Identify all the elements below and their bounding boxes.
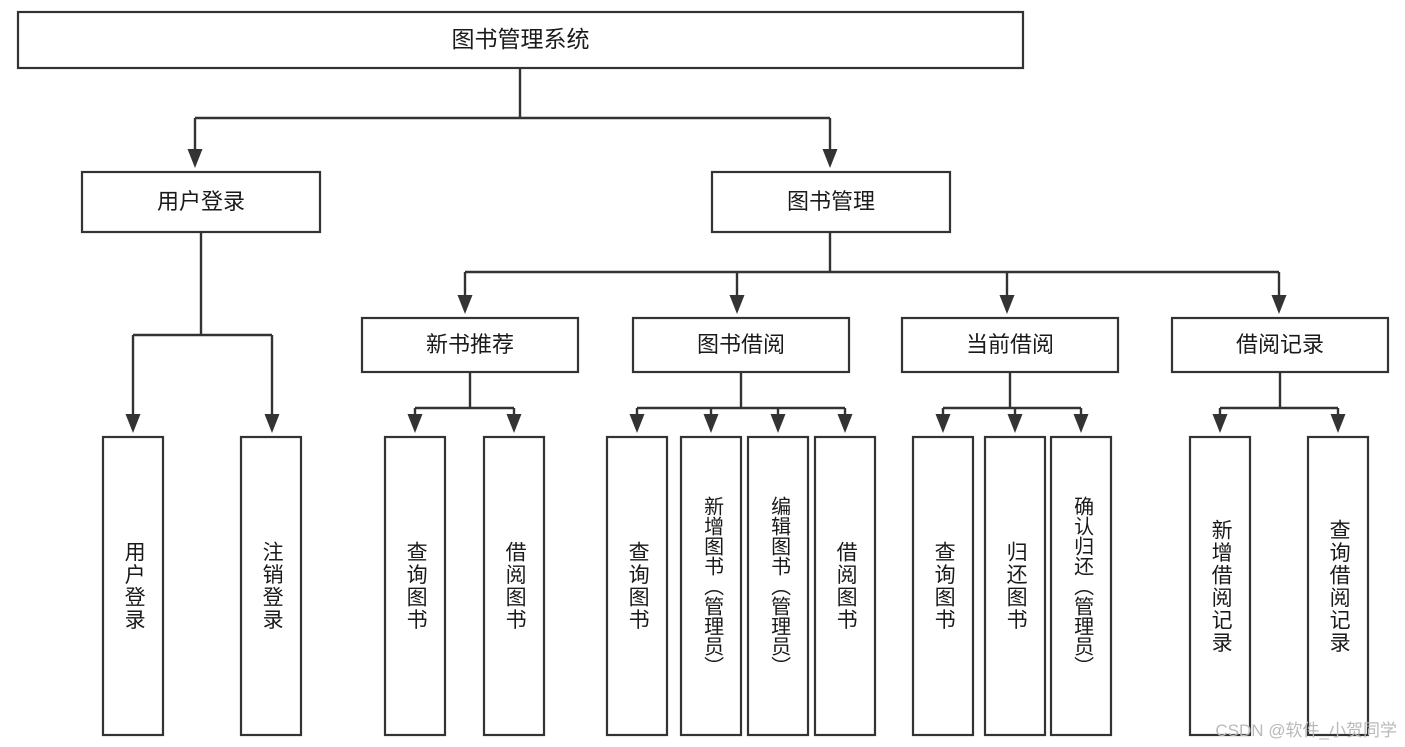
arrowhead-icon-userlogin-0 xyxy=(125,414,141,433)
node-box-leaf-user-login[interactable] xyxy=(101,435,165,737)
node-box-book-manage[interactable] xyxy=(710,170,952,234)
node-box-leaf-query-book-1[interactable] xyxy=(383,435,447,737)
arrowhead-icon-new-book-rec-1 xyxy=(506,414,522,433)
node-box-current-borrow[interactable] xyxy=(900,316,1120,374)
arrowhead-icon-book-borrow-0 xyxy=(629,414,645,433)
arrowhead-icon-bookmanage-1 xyxy=(729,295,745,314)
node-box-book-borrow[interactable] xyxy=(631,316,851,374)
node-box-leaf-borrow-book-2[interactable] xyxy=(813,435,877,737)
box-layer xyxy=(16,10,1390,737)
node-box-leaf-query-record[interactable] xyxy=(1306,435,1370,737)
node-box-leaf-borrow-book-1[interactable] xyxy=(482,435,546,737)
arrowhead-icon-new-book-rec-0 xyxy=(407,414,423,433)
node-box-leaf-edit-book[interactable] xyxy=(746,435,810,737)
arrowhead-icon-borrow-record-0 xyxy=(1212,414,1228,433)
node-box-leaf-logout[interactable] xyxy=(239,435,303,737)
node-label-current-borrow: 当前借阅 xyxy=(966,332,1054,357)
csdn-watermark: CSDN @软件_小贺同学 xyxy=(1215,721,1397,740)
arrowhead-icon-book-borrow-2 xyxy=(770,414,786,433)
node-box-leaf-query-book-3[interactable] xyxy=(911,435,975,737)
node-box-borrow-record[interactable] xyxy=(1170,316,1390,374)
arrowhead-icon-bookmanage-3 xyxy=(1271,295,1287,314)
arrowhead-icon-book-borrow-3 xyxy=(837,414,853,433)
arrowhead-icon-userlogin-1 xyxy=(264,414,280,433)
node-root-label: 图书管理系统 xyxy=(452,26,590,52)
node-label-user-login: 用户登录 xyxy=(157,189,245,214)
node-box-leaf-return-book[interactable] xyxy=(983,435,1047,737)
arrowhead-icon-root-1 xyxy=(822,149,838,168)
arrowhead-icon-bookmanage-0 xyxy=(457,295,473,314)
node-label-new-book-rec: 新书推荐 xyxy=(426,332,514,357)
arrowhead-icon-root-0 xyxy=(187,149,203,168)
arrowhead-icon-book-borrow-1 xyxy=(703,414,719,433)
node-label-borrow-record: 借阅记录 xyxy=(1236,332,1324,357)
node-box-user-login[interactable] xyxy=(80,170,322,234)
node-box-new-book-rec[interactable] xyxy=(360,316,580,374)
node-root-box[interactable] xyxy=(16,10,1025,70)
node-label-book-manage: 图书管理 xyxy=(787,189,875,214)
arrowhead-icon-current-borrow-0 xyxy=(935,414,951,433)
arrowhead-icon-current-borrow-2 xyxy=(1073,414,1089,433)
node-box-leaf-add-book[interactable] xyxy=(679,435,743,737)
node-label-book-borrow: 图书借阅 xyxy=(697,332,785,357)
node-box-leaf-confirm-return[interactable] xyxy=(1049,435,1113,737)
node-box-leaf-query-book-2[interactable] xyxy=(605,435,669,737)
connector-layer xyxy=(125,68,1346,433)
arrowhead-icon-bookmanage-2 xyxy=(999,295,1015,314)
node-box-leaf-add-record[interactable] xyxy=(1188,435,1252,737)
arrowhead-icon-borrow-record-1 xyxy=(1330,414,1346,433)
arrowhead-icon-current-borrow-1 xyxy=(1007,414,1023,433)
